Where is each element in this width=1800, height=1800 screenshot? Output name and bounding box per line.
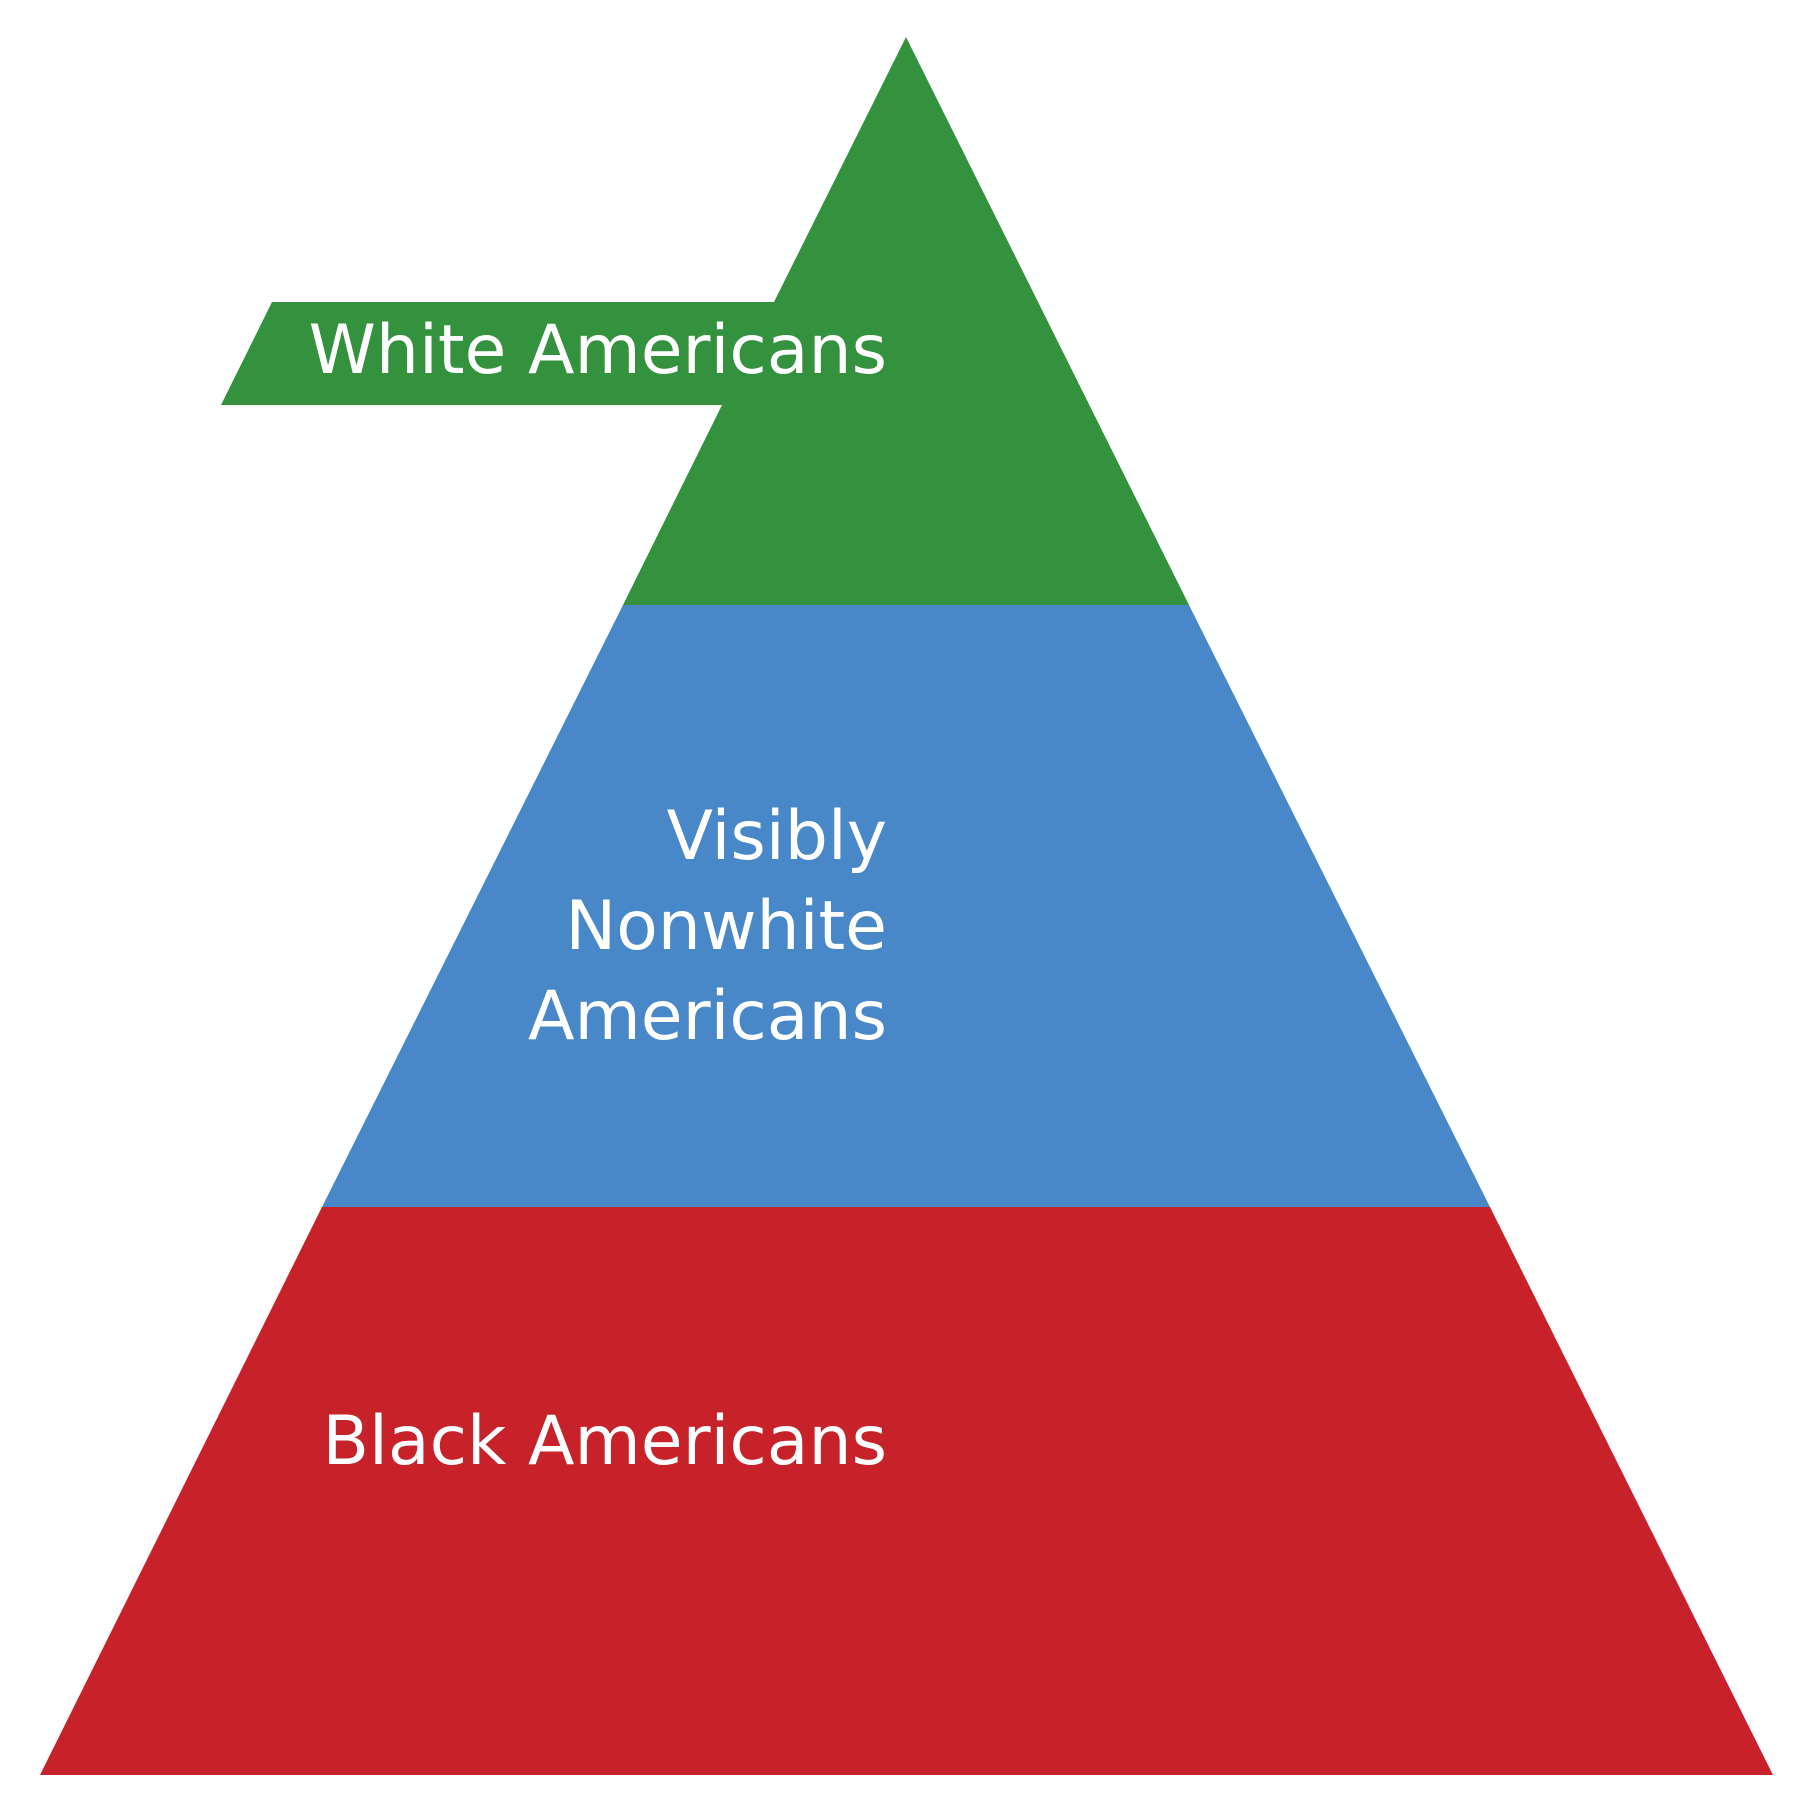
tier-top-shape	[221, 37, 1189, 605]
tier-middle-shape	[322, 605, 1490, 1207]
tier-bottom-shape	[40, 1207, 1773, 1775]
tier-middle-label-line-2: Nonwhite	[565, 887, 887, 966]
tier-bottom-label: Black Americans	[322, 1402, 887, 1481]
tier-middle-label-line-3: Americans	[528, 977, 887, 1056]
tier-middle-label-line-1: Visibly	[666, 797, 887, 876]
tier-top-label: White Americans	[309, 311, 887, 390]
